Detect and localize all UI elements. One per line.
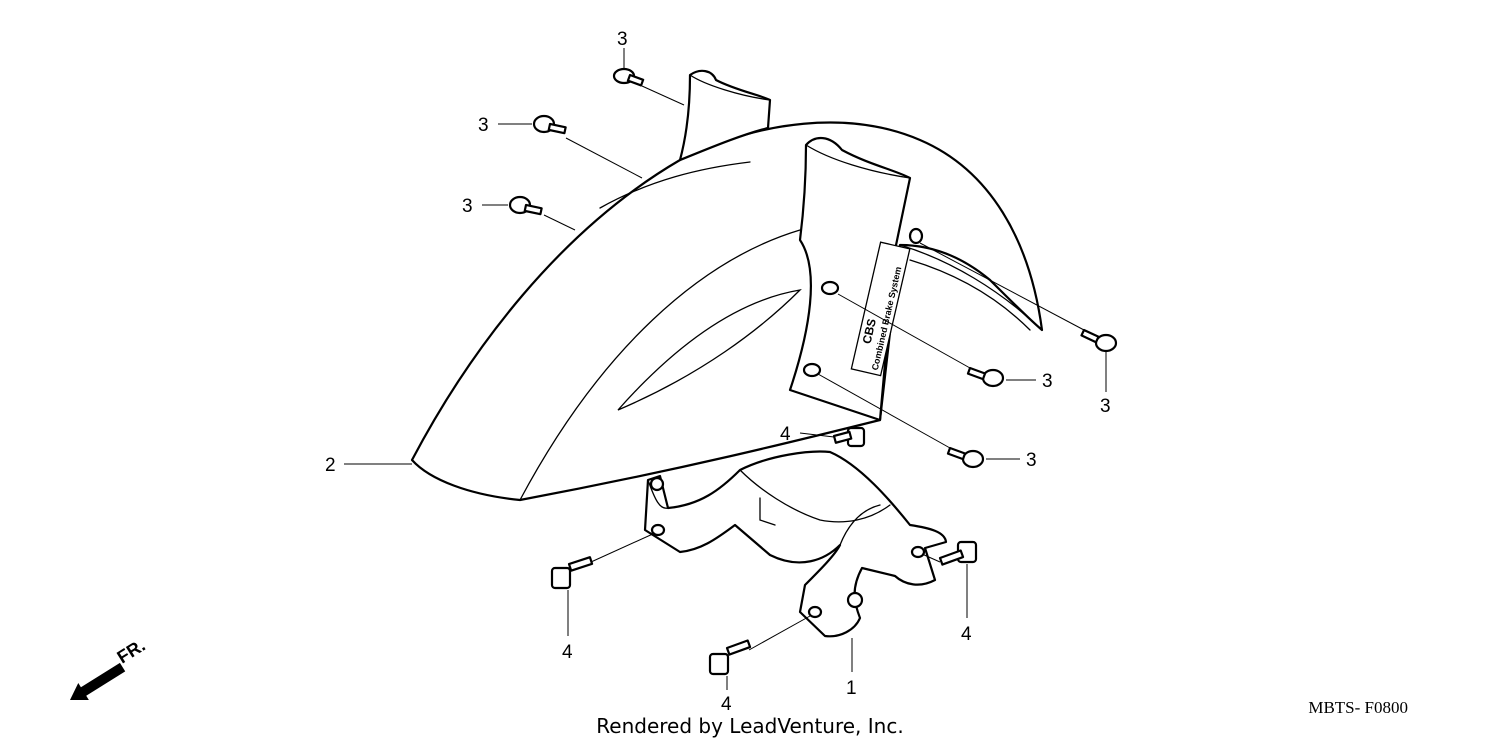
direction-label: FR.: [114, 635, 149, 667]
screw-right-tail[interactable]: [1080, 328, 1118, 353]
callout-labels: 3 3 3 3 3 3 2 4 4 4 4 1: [325, 29, 1111, 715]
callout-1-bracket: 1: [846, 678, 857, 699]
arrow-icon: [70, 662, 126, 701]
screw-group[interactable]: [508, 67, 1118, 469]
callout-3-right-tail: 3: [1100, 396, 1111, 417]
callout-3-mid-left: 3: [462, 196, 473, 217]
callout-2-fender: 2: [325, 455, 336, 476]
render-credit: Rendered by LeadVenture, Inc.: [596, 714, 904, 738]
front-direction-indicator: FR.: [70, 635, 149, 701]
callout-4-top: 4: [780, 424, 791, 445]
leader-lines: [344, 48, 1107, 690]
fender-mount-holes: [802, 227, 924, 378]
bolt-bottom[interactable]: [708, 639, 752, 676]
screw-right-upper[interactable]: [966, 366, 1005, 388]
screw-top[interactable]: [612, 67, 645, 87]
screw-mid-left[interactable]: [508, 195, 543, 216]
bolt-group[interactable]: [550, 426, 978, 676]
front-fender[interactable]: [410, 69, 1044, 502]
callout-4-right: 4: [961, 624, 972, 645]
callout-3-right-lower: 3: [1026, 450, 1037, 471]
bolt-right[interactable]: [938, 540, 978, 566]
bolt-top[interactable]: [832, 426, 866, 448]
bolt-left[interactable]: [550, 556, 594, 590]
fender-bracket[interactable]: [643, 450, 948, 638]
decal-logo: CBS: [860, 317, 879, 345]
callout-3-right-upper: 3: [1042, 371, 1053, 392]
screw-upper-left[interactable]: [532, 114, 567, 135]
diagram-code: MBTS- F0800: [1308, 698, 1408, 717]
callout-4-bottom: 4: [721, 694, 732, 715]
callout-3-upper-left: 3: [478, 115, 489, 136]
callout-4-left: 4: [562, 642, 573, 663]
screw-right-lower[interactable]: [946, 446, 985, 469]
callout-3-top: 3: [617, 29, 628, 50]
